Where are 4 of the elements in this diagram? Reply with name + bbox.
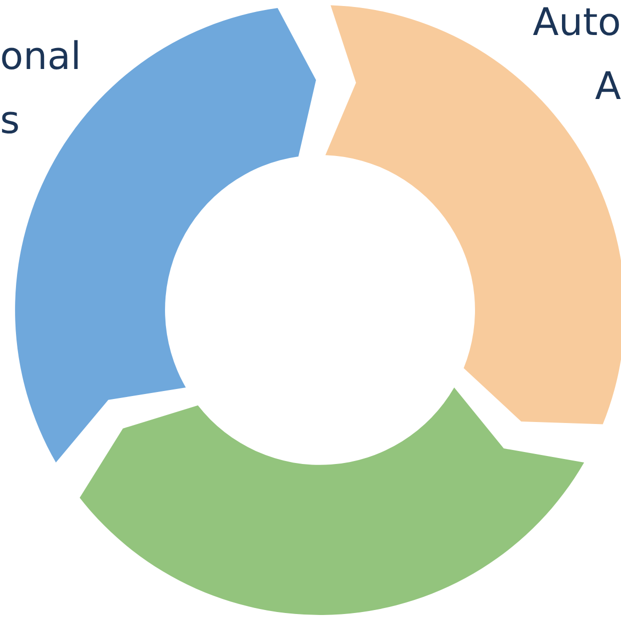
- cycle-arrow-segment: [80, 388, 584, 615]
- cycle-arrow-segment: [325, 5, 621, 424]
- segment-label: Auto A: [532, 0, 621, 110]
- segment-label: onal s: [0, 33, 82, 144]
